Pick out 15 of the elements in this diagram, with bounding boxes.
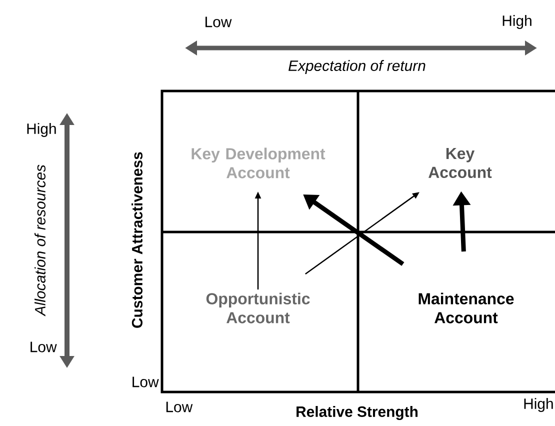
axis-caption: Allocation of resources <box>34 164 46 316</box>
quadrant-label: Opportunistic Account <box>206 292 310 324</box>
scale-label: High <box>524 398 553 412</box>
scale-label: Low <box>30 342 57 352</box>
quadrant-label: Maintenance Account <box>418 292 514 324</box>
scale-label: High <box>502 15 532 29</box>
axis-title: Relative Strength <box>296 406 418 420</box>
scale-label: High <box>27 123 56 137</box>
scale-label: Low <box>166 402 193 412</box>
axis-caption: Expectation of return <box>288 60 426 74</box>
scale-label: Low <box>206 16 232 28</box>
quadrant-label: Key Development Account <box>192 148 326 178</box>
axis-title: Customer Attractiveness <box>132 152 142 328</box>
scale-label: Low <box>132 376 159 388</box>
quadrant-label: Key Account <box>428 148 492 178</box>
